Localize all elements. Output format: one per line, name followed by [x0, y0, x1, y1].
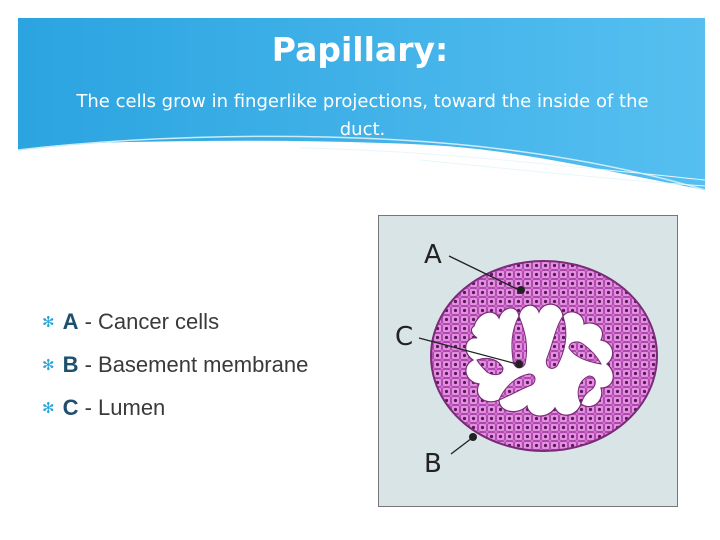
figure-label-b: B [424, 449, 442, 479]
asterisk-bullet-icon: ✻ [42, 357, 55, 374]
figure-label-c: C [395, 322, 414, 352]
asterisk-bullet-icon: ✻ [42, 400, 55, 417]
title-banner [17, 18, 706, 191]
pointer-b [450, 437, 473, 455]
legend-item-c: ✻ C - Lumen [42, 388, 308, 431]
legend-item-a: ✻ A - Cancer cells [42, 302, 308, 345]
legend-key: C [62, 395, 79, 420]
slide-subtitle: The cells grow in fingerlike projections… [76, 91, 649, 140]
legend-list: ✻ A - Cancer cells ✻ B - Basement membrane… [42, 302, 308, 431]
legend-text: - Cancer cells [78, 309, 220, 334]
legend-key: B [62, 352, 79, 377]
pointer-c [418, 337, 518, 365]
legend-text: - Basement membrane [78, 352, 309, 377]
papillary-duct-figure: A C B [378, 215, 678, 507]
duct-illustration [418, 255, 658, 455]
slide-title: Papillary: [271, 30, 449, 69]
figure-label-a: A [424, 240, 442, 270]
legend-item-b: ✻ B - Basement membrane [42, 345, 308, 388]
legend-text: - Lumen [78, 395, 166, 420]
pointer-a [448, 255, 520, 291]
legend-key: A [62, 309, 79, 334]
lumen [465, 303, 614, 417]
asterisk-bullet-icon: ✻ [42, 314, 55, 331]
